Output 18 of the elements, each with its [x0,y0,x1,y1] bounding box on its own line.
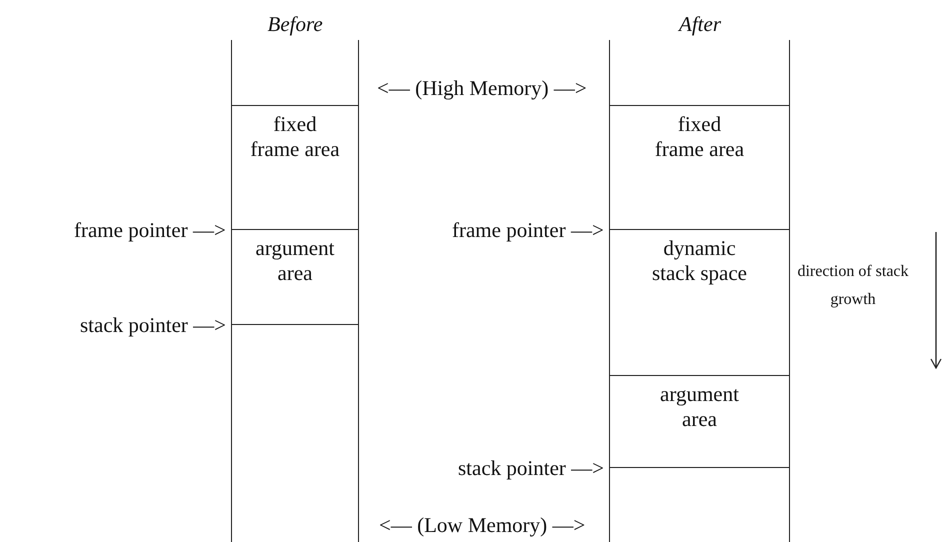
memory-bound-label: <— (High Memory) —> [377,76,587,100]
column-title: After [679,12,721,36]
column-title: Before [268,12,323,36]
empty-stack-region [231,324,359,542]
axis-note: direction of stack growth [796,262,910,310]
stack-frame-region: fixed frame area [231,105,359,229]
stack-frame-region: argument area [231,229,359,324]
pointer-label: stack pointer —> [458,456,604,480]
empty-stack-region [609,467,790,542]
pointer-label: frame pointer —> [74,218,226,242]
memory-bound-label: <— (Low Memory) —> [379,513,586,537]
stack-frame-region: fixed frame area [609,105,790,229]
empty-stack-region [609,40,790,105]
pointer-label: frame pointer —> [452,218,604,242]
stack-frame-region: argument area [609,375,790,467]
stack-frame-region: dynamic stack space [609,229,790,375]
empty-stack-region [231,40,359,105]
pointer-label: stack pointer —> [80,313,226,337]
